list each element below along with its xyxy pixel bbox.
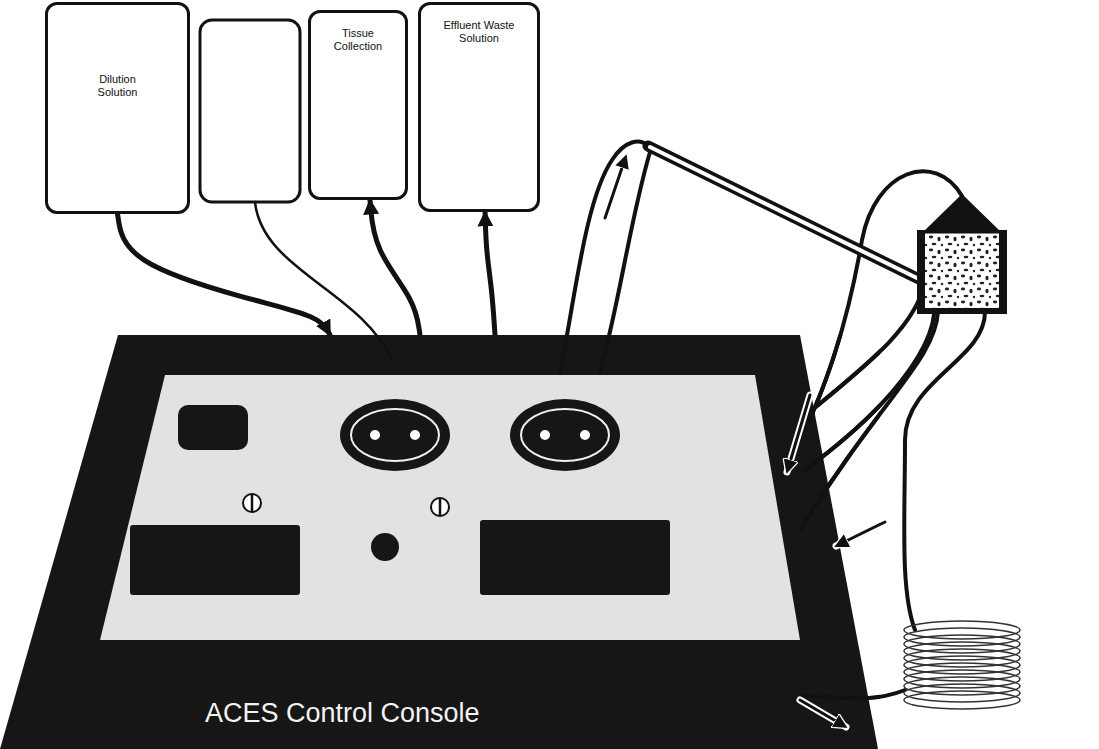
readout-panel	[480, 520, 670, 595]
pump-roller	[580, 430, 590, 440]
tube-connector	[118, 214, 331, 335]
solution-bag: Dilution Solution	[45, 2, 190, 214]
flow-arrow-halo	[605, 156, 626, 218]
display-window	[178, 405, 248, 450]
flow-arrow	[605, 156, 626, 218]
pump-tube	[351, 409, 439, 461]
knob-mark	[439, 499, 442, 515]
readout-panel	[130, 525, 300, 595]
solution-bag: Effluent Waste Solution	[418, 2, 540, 212]
pump-roller	[370, 430, 380, 440]
control-knob	[243, 494, 261, 512]
coil-turn	[904, 691, 1020, 709]
console-label: ACES Control Console	[205, 698, 480, 729]
flow-arrow	[605, 335, 880, 727]
chamber-body	[922, 232, 1002, 312]
flow-arrow-halo	[836, 522, 880, 546]
console-housing	[0, 335, 878, 749]
pump-roller	[410, 430, 420, 440]
chamber-side	[917, 230, 925, 314]
tube-connector	[485, 212, 495, 335]
bag-label: Tissue Collection	[327, 27, 389, 53]
tube	[800, 335, 880, 530]
flow-arrow	[800, 700, 846, 727]
chamber-side	[999, 230, 1007, 314]
pump-tube	[521, 409, 609, 461]
console-outline	[0, 335, 880, 749]
control-console: ACES Control Console	[0, 335, 880, 749]
tube	[904, 312, 985, 630]
flow-arrow	[787, 395, 810, 472]
tubing-coil	[904, 621, 1020, 709]
chamber-cap	[922, 194, 1002, 233]
tube-connector	[370, 200, 420, 335]
tube	[800, 335, 880, 420]
tubing-over-console	[255, 335, 880, 727]
pump-roller	[540, 430, 550, 440]
pump-head	[510, 399, 620, 471]
tube	[800, 690, 880, 698]
pump-head	[340, 399, 450, 471]
tubing	[255, 335, 880, 727]
tube	[255, 335, 392, 360]
tube	[800, 312, 938, 530]
flow-arrow-halo	[836, 522, 885, 546]
flow-arrow-halo	[787, 395, 810, 472]
flow-arrow-halo	[800, 700, 846, 727]
bag-label: Effluent Waste Solution	[439, 19, 519, 45]
knob-mark	[251, 495, 254, 511]
chamber-base	[917, 308, 1007, 314]
empty-bag	[200, 20, 300, 202]
console-panel	[100, 375, 800, 640]
tube	[800, 335, 880, 440]
control-knob	[431, 498, 449, 516]
flow-arrow	[836, 522, 885, 546]
separator-rod	[648, 146, 925, 282]
tube	[600, 335, 650, 372]
tissue-chamber	[917, 194, 1007, 314]
solution-bag: Tissue Collection	[308, 10, 408, 200]
bag-label: Dilution Solution	[88, 73, 148, 99]
separator-rod-core	[650, 147, 923, 281]
indicator-light	[371, 533, 399, 561]
flow-arrow	[836, 522, 880, 546]
